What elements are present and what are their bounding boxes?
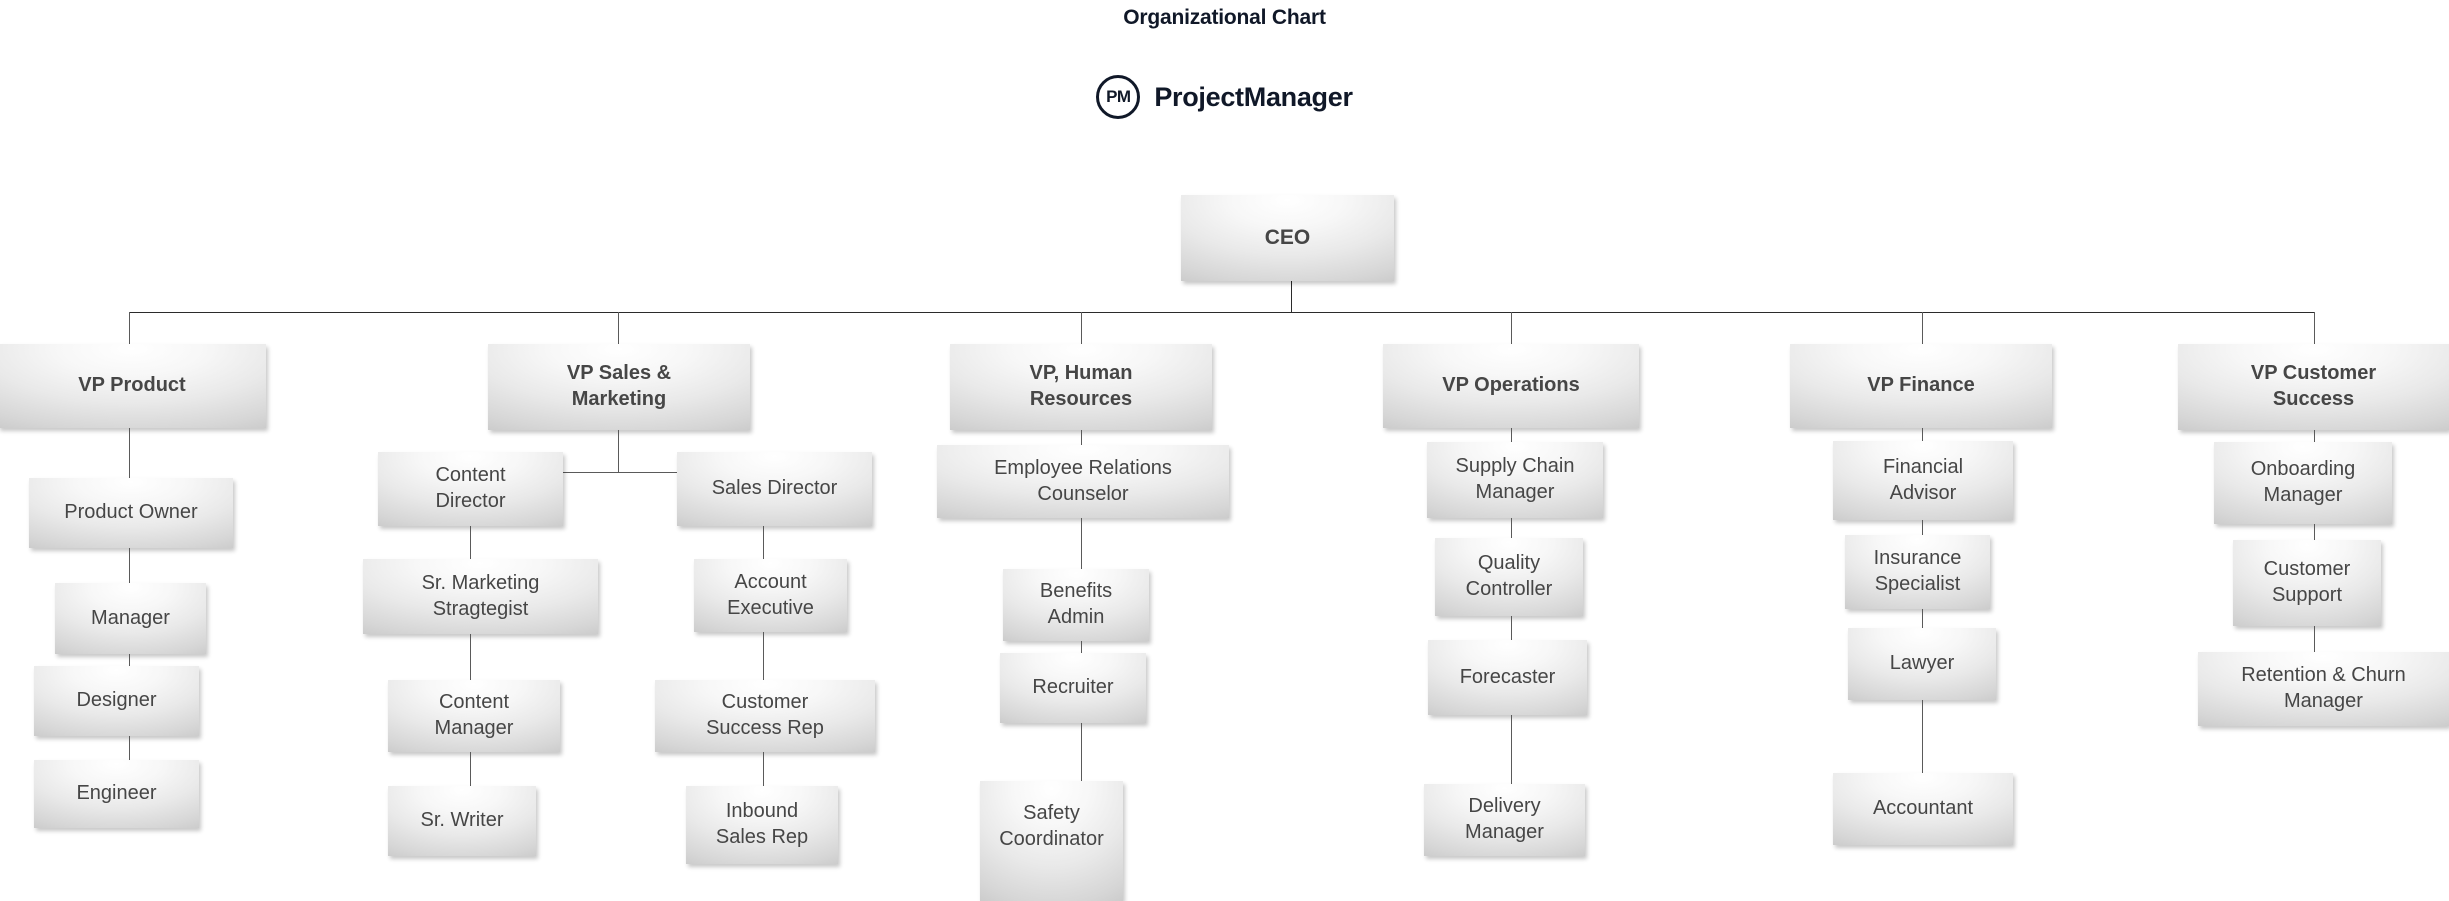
node-vp-finance[interactable]: VP Finance <box>1790 344 2052 428</box>
connector-supply-chain-to-quality-controller <box>1511 518 1512 538</box>
connector-sr-marketing-to-content-manager <box>470 634 471 680</box>
node-designer[interactable]: Designer <box>34 666 199 736</box>
node-supply-chain-manager[interactable]: Supply Chain Manager <box>1427 442 1603 518</box>
node-retention-churn-manager[interactable]: Retention & Churn Manager <box>2198 652 2449 726</box>
node-quality-controller[interactable]: Quality Controller <box>1435 538 1583 616</box>
connector-bus-to-vp-hr <box>1081 312 1082 344</box>
node-vp-human-resources[interactable]: VP, Human Resources <box>950 344 1212 430</box>
node-delivery-manager[interactable]: Delivery Manager <box>1424 784 1585 856</box>
connector-onboarding-manager-to-customer-support <box>2314 524 2315 540</box>
node-content-manager[interactable]: Content Manager <box>388 680 560 752</box>
node-inbound-sales-rep[interactable]: Inbound Sales Rep <box>686 786 838 864</box>
page-title: Organizational Chart <box>1123 6 1326 29</box>
connector-employee-relations-to-benefits-admin <box>1081 518 1082 569</box>
connector-content-director-to-sr-marketing <box>470 526 471 559</box>
node-financial-advisor[interactable]: Financial Advisor <box>1833 441 2013 520</box>
node-product-owner[interactable]: Product Owner <box>29 478 233 548</box>
connector-account-executive-to-customer-success-rep <box>763 632 764 680</box>
node-forecaster[interactable]: Forecaster <box>1428 640 1587 715</box>
projectmanager-logo-icon: PM <box>1096 75 1141 119</box>
node-onboarding-manager[interactable]: Onboarding Manager <box>2214 442 2392 524</box>
node-ceo[interactable]: CEO <box>1181 195 1394 281</box>
connector-bus-to-vp-product <box>129 312 130 344</box>
connector-manager-to-designer <box>129 654 130 666</box>
node-engineer[interactable]: Engineer <box>34 760 199 828</box>
connector-forecaster-to-delivery-manager <box>1511 715 1512 784</box>
node-accountant[interactable]: Accountant <box>1833 773 2013 845</box>
brand-name: ProjectManager <box>1154 81 1353 112</box>
connector-financial-advisor-to-insurance-specialist <box>1922 520 1923 535</box>
node-insurance-specialist[interactable]: Insurance Specialist <box>1845 535 1990 609</box>
connector-product-owner-to-manager <box>129 548 130 583</box>
connector-bus-to-vp-sales <box>618 312 619 344</box>
connector-recruiter-to-safety-coordinator <box>1081 723 1082 781</box>
connector-vp-sales-down <box>618 430 619 472</box>
connector-ceo-down <box>1291 281 1292 312</box>
node-customer-success-rep[interactable]: Customer Success Rep <box>655 680 875 752</box>
connector-vp-customer-success-to-onboarding-manager <box>2314 430 2315 442</box>
connector-benefits-admin-to-recruiter <box>1081 641 1082 653</box>
connector-customer-success-rep-to-inbound-sales-rep <box>763 752 764 786</box>
node-sr-writer[interactable]: Sr. Writer <box>388 786 536 856</box>
node-manager[interactable]: Manager <box>55 583 206 654</box>
connector-sales-split-bus <box>470 472 763 473</box>
connector-lawyer-to-accountant <box>1922 700 1923 773</box>
connector-bus-to-vp-customer-success <box>2314 312 2315 344</box>
brand-logo: PM ProjectManager <box>0 74 2449 120</box>
node-customer-support[interactable]: Customer Support <box>2233 540 2381 626</box>
connector-insurance-specialist-to-lawyer <box>1922 609 1923 628</box>
connector-vp-product-to-product-owner <box>129 428 130 478</box>
node-sr-marketing-stragtegist[interactable]: Sr. Marketing Stragtegist <box>363 559 598 634</box>
node-lawyer[interactable]: Lawyer <box>1848 628 1996 700</box>
connector-vp-finance-to-financial-advisor <box>1922 428 1923 441</box>
node-vp-operations[interactable]: VP Operations <box>1383 344 1639 428</box>
node-vp-customer-success[interactable]: VP Customer Success <box>2178 344 2449 430</box>
connector-bus-to-vp-finance <box>1922 312 1923 344</box>
connector-designer-to-engineer <box>129 736 130 760</box>
node-recruiter[interactable]: Recruiter <box>1000 653 1146 723</box>
connector-sales-director-to-account-executive <box>763 526 764 559</box>
connector-quality-controller-to-forecaster <box>1511 616 1512 640</box>
connector-customer-support-to-retention-churn <box>2314 626 2315 652</box>
node-benefits-admin[interactable]: Benefits Admin <box>1003 569 1149 641</box>
connector-content-manager-to-sr-writer <box>470 752 471 786</box>
connector-vp-hr-to-employee-relations <box>1081 430 1082 445</box>
connector-bus-to-vp-operations <box>1511 312 1512 344</box>
node-account-executive[interactable]: Account Executive <box>694 559 847 632</box>
node-safety-coordinator[interactable]: Safety Coordinator <box>980 781 1123 901</box>
node-employee-relations-counselor[interactable]: Employee Relations Counselor <box>937 445 1229 518</box>
node-vp-product[interactable]: VP Product <box>0 344 266 428</box>
connector-vp-bus <box>129 312 2315 313</box>
node-sales-director[interactable]: Sales Director <box>677 452 872 526</box>
node-vp-sales-marketing[interactable]: VP Sales & Marketing <box>488 344 750 430</box>
node-content-director[interactable]: Content Director <box>378 452 563 526</box>
connector-vp-operations-to-supply-chain <box>1511 428 1512 442</box>
